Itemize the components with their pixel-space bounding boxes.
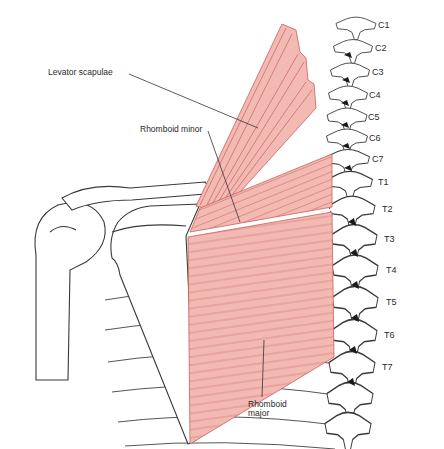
- humerus: [35, 203, 105, 380]
- vertebra-label: C5: [368, 113, 380, 123]
- muscle-label: Levator scapulae: [48, 68, 113, 77]
- muscle-label: Rhomboid minor: [140, 125, 202, 134]
- vertebra-label: C1: [378, 21, 390, 31]
- vertebra-label: T2: [382, 205, 393, 215]
- vertebral-column: [325, 17, 378, 449]
- vertebra-label: T1: [378, 178, 389, 188]
- vertebra-label: T6: [384, 331, 395, 341]
- muscle-gap: [190, 210, 332, 235]
- vertebra-label: C6: [369, 134, 381, 144]
- vertebra-label: C4: [369, 91, 381, 101]
- vertebra-label: C3: [372, 68, 384, 78]
- muscle-label: Rhomboid major: [248, 400, 290, 419]
- rhomboid-major-muscle: [188, 212, 334, 444]
- vertebra-label: T4: [386, 266, 397, 276]
- scapula: [111, 204, 200, 444]
- vertebra-label: T3: [384, 235, 395, 245]
- vertebra-label: T5: [386, 298, 397, 308]
- vertebra-label: T7: [382, 363, 393, 373]
- vertebra-label: C7: [372, 155, 384, 165]
- vertebra-label: C2: [375, 44, 387, 54]
- leader-lines: [129, 74, 264, 397]
